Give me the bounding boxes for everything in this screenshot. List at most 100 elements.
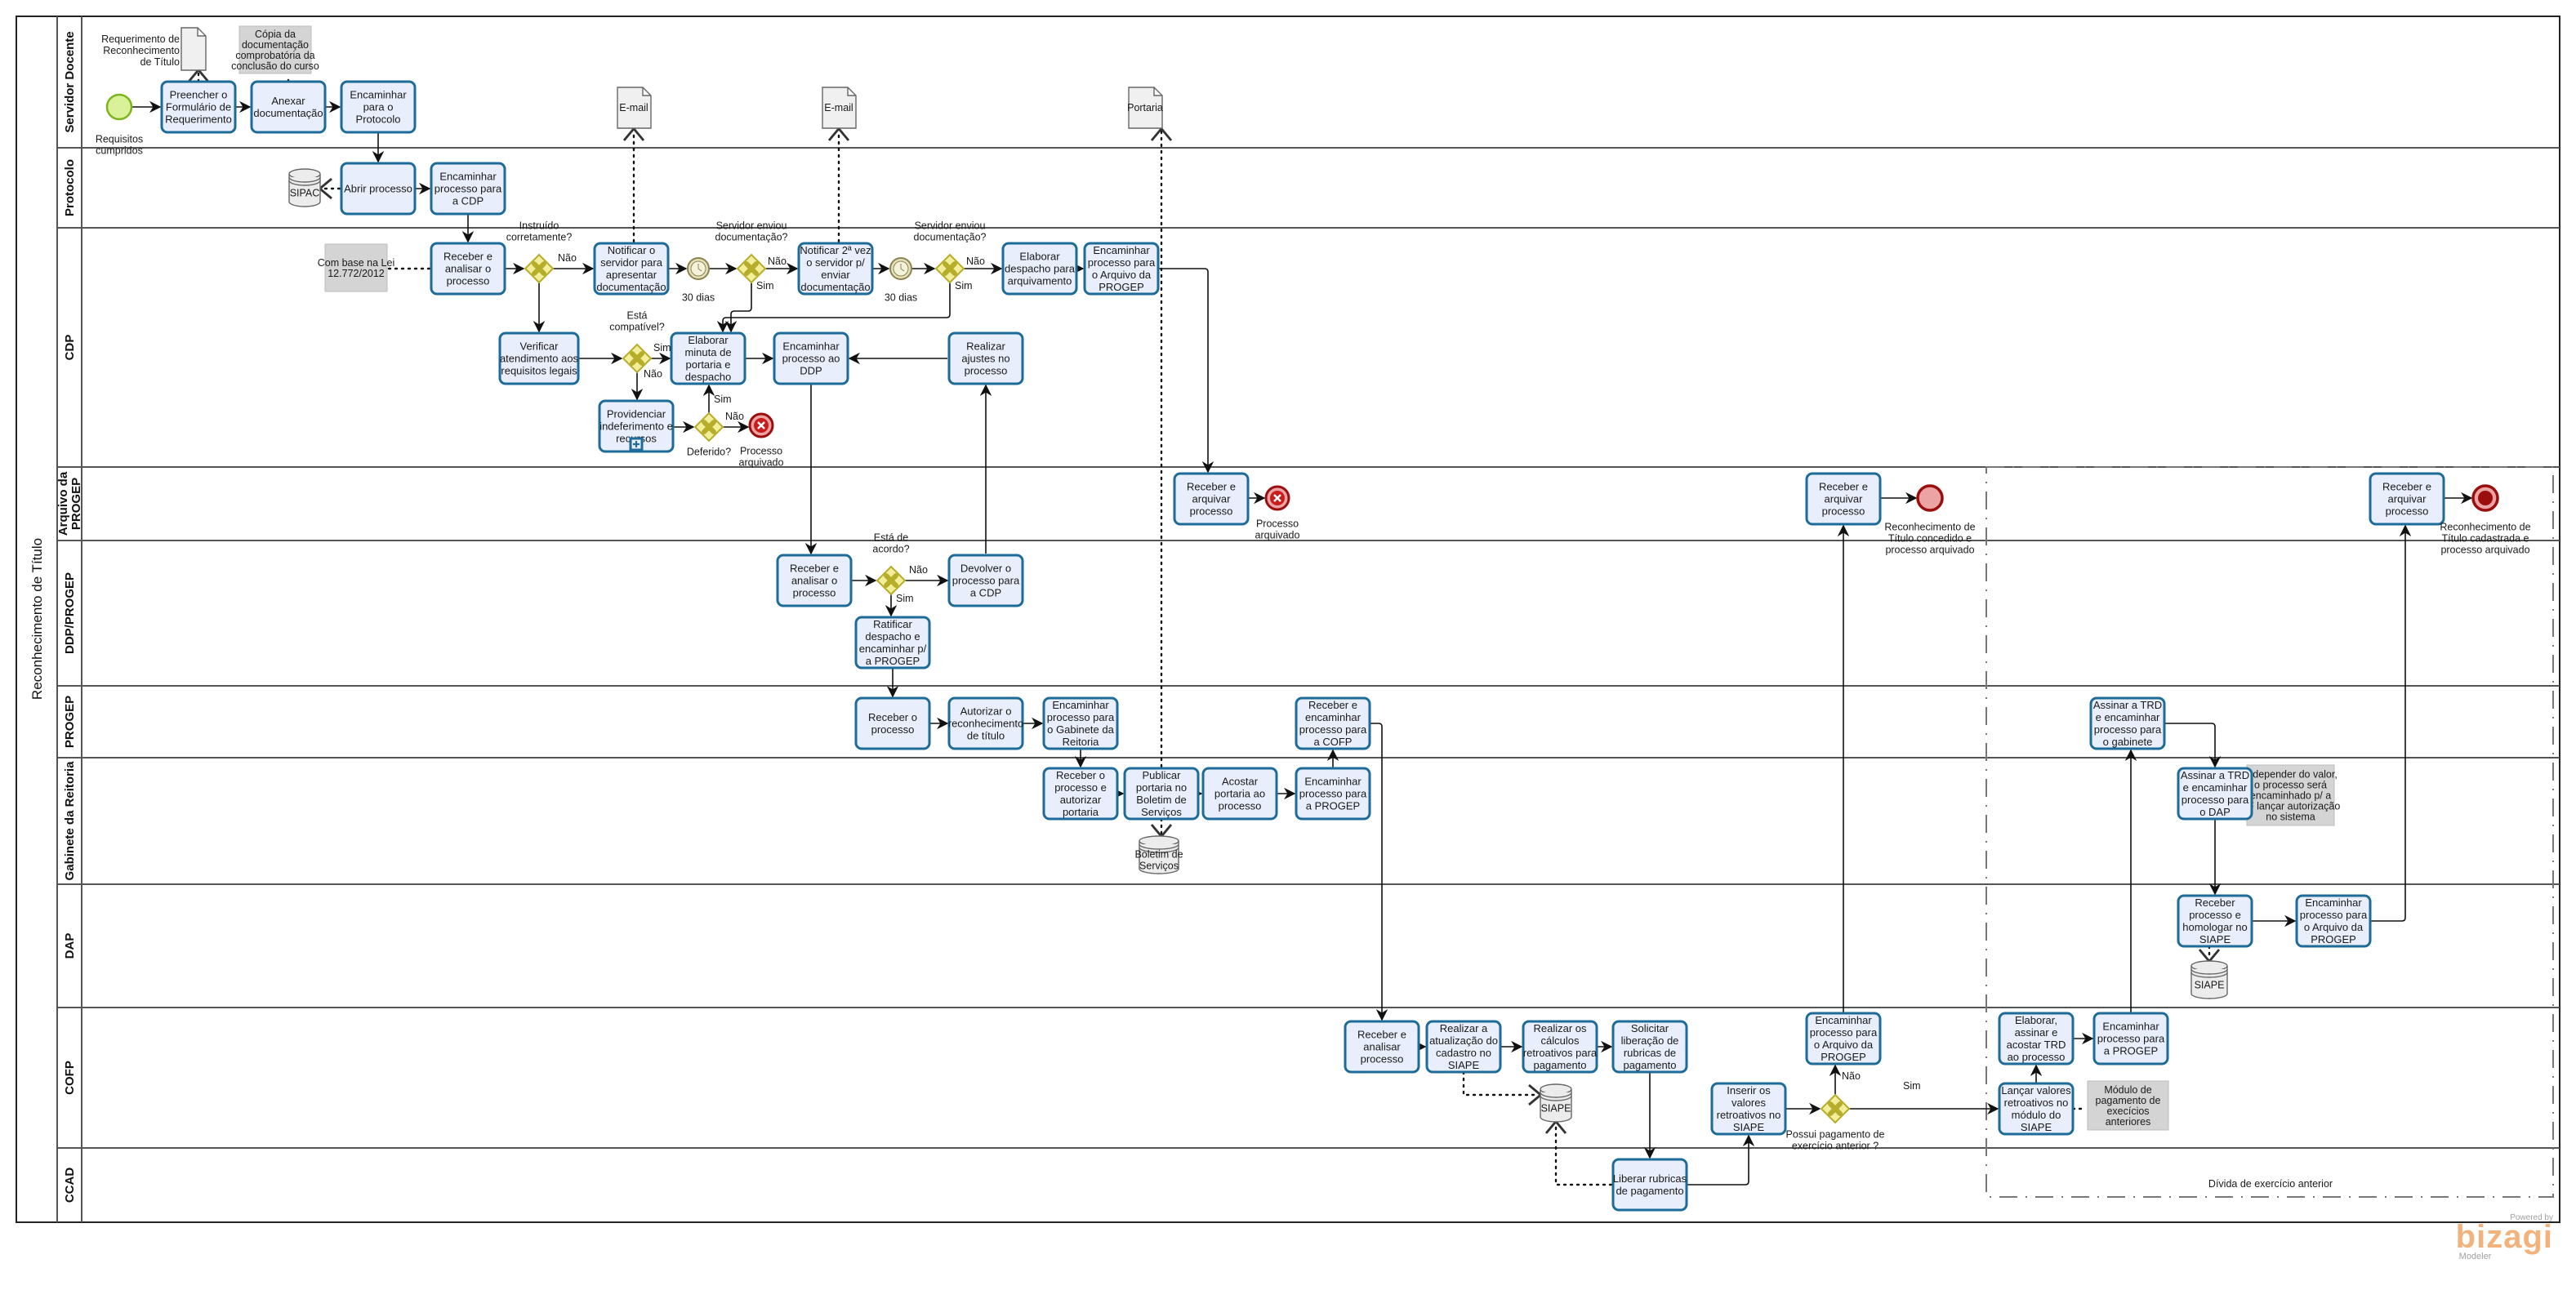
- task-shape[interactable]: [598, 399, 675, 453]
- task-shape[interactable]: [1123, 767, 1200, 821]
- task-shape[interactable]: [2177, 894, 2253, 948]
- task-shape[interactable]: [160, 80, 237, 134]
- sequence-flow: [716, 282, 951, 333]
- task-shape[interactable]: [340, 162, 417, 216]
- task-shape[interactable]: [947, 554, 1024, 607]
- task-shape[interactable]: [1042, 767, 1119, 821]
- task-label-line: Ratificar: [873, 618, 912, 630]
- group-label: Dívida de exercício anterior: [2208, 1178, 2333, 1190]
- task-shape[interactable]: [1042, 696, 1119, 750]
- task-shape[interactable]: [854, 616, 931, 670]
- task-shape[interactable]: [854, 696, 931, 750]
- task-label-line: Liberar rubricas: [1613, 1172, 1687, 1185]
- task-shape[interactable]: [2092, 1012, 2169, 1065]
- event-label-line: Reconhecimento de: [2440, 522, 2530, 533]
- task-shape[interactable]: [1522, 1020, 1598, 1074]
- association: [1462, 1070, 1543, 1106]
- task-shape[interactable]: [1998, 1012, 2075, 1065]
- task-shape[interactable]: [340, 80, 417, 134]
- task-shape[interactable]: [1201, 767, 1278, 821]
- task-shape[interactable]: [593, 242, 670, 296]
- task-shape[interactable]: [1295, 767, 1371, 821]
- flow-label-g2_sim: Sim: [756, 280, 774, 291]
- task-shape[interactable]: [1173, 472, 1250, 526]
- task-shape[interactable]: [430, 162, 506, 216]
- task-shape[interactable]: [498, 331, 580, 385]
- task-shape[interactable]: [1001, 242, 1078, 296]
- task-shape[interactable]: [947, 331, 1024, 385]
- task-shape[interactable]: [773, 331, 849, 385]
- task-shape[interactable]: [2369, 472, 2445, 526]
- task-shape[interactable]: [1805, 472, 1882, 526]
- task-shape[interactable]: [2177, 767, 2253, 821]
- data-object-label: E-mail: [824, 102, 853, 113]
- task-label-line: arquivar: [2388, 493, 2427, 505]
- task-shape[interactable]: [1083, 242, 1160, 296]
- task-shape[interactable]: [947, 696, 1024, 750]
- task-shape[interactable]: [776, 554, 853, 607]
- task-shape[interactable]: [1611, 1020, 1688, 1074]
- task-shape[interactable]: [1295, 696, 1371, 750]
- task-shape[interactable]: [430, 242, 506, 296]
- task-shape[interactable]: [2089, 696, 2166, 750]
- task-shape[interactable]: [797, 242, 874, 296]
- task-shape[interactable]: [1710, 1082, 1787, 1136]
- task-shape[interactable]: [250, 80, 327, 134]
- task-shape[interactable]: [1425, 1020, 1502, 1074]
- task-shape[interactable]: [2295, 894, 2372, 948]
- task-abrir-processo[interactable]: Abrir processo: [340, 162, 417, 216]
- task-shape[interactable]: [1998, 1082, 2075, 1136]
- task-shape[interactable]: [1344, 1020, 1420, 1074]
- flow-label-g7_nao: Não: [1842, 1070, 1861, 1082]
- task-shape[interactable]: [670, 331, 747, 385]
- task-shape[interactable]: [1611, 1158, 1688, 1212]
- task-shape[interactable]: [1805, 1012, 1882, 1065]
